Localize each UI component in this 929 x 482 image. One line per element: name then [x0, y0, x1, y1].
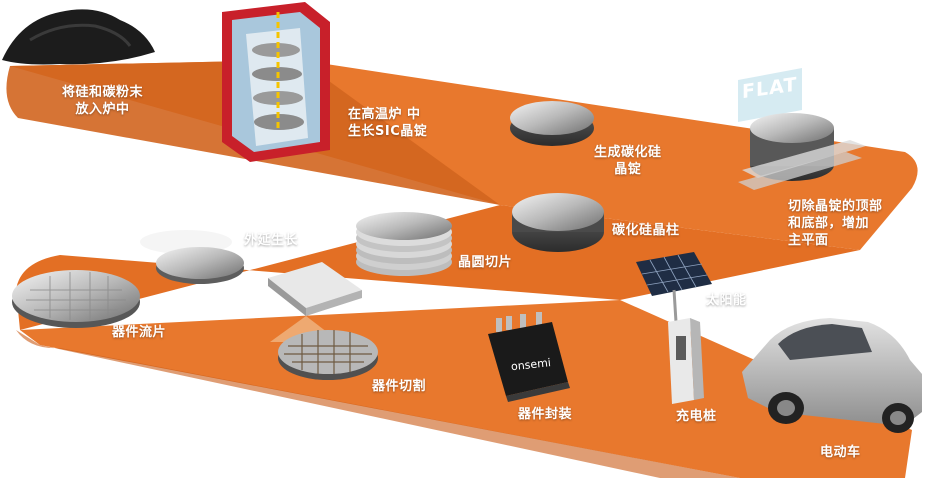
step-label-line: 在高温炉 中: [348, 107, 421, 122]
step-label-ev: 电动车: [820, 444, 861, 461]
step-label-line: 碳化硅晶柱: [612, 223, 680, 238]
charging-pile-icon: [668, 318, 704, 404]
step-label-line: 电动车: [820, 445, 861, 460]
step-label-charging: 充电桩: [676, 408, 717, 425]
fab-wafer-icon: [12, 270, 140, 328]
step-label-ingot: 生成碳化硅 晶锭: [594, 144, 662, 178]
step-label-flat-cut: 切除晶锭的顶部 和底部，增加 主平面: [788, 198, 883, 249]
dicing-icon: [268, 262, 378, 380]
step-label-line: 外延生长: [244, 233, 299, 248]
epitaxy-wafer-icon: [140, 230, 244, 284]
step-label-solar: 太阳能: [706, 292, 747, 309]
step-label-line: 晶圆切片: [458, 255, 513, 270]
step-label-line: 充电桩: [676, 409, 717, 424]
step-label-line: 将硅和碳粉末: [62, 85, 144, 100]
step-label-boule: 碳化硅晶柱: [612, 222, 680, 239]
step-label-line: 器件切割: [372, 379, 427, 394]
step-label-line: 生成碳化硅: [594, 145, 662, 160]
step-label-line: 和底部，增加: [788, 216, 870, 231]
step-label-slicing: 晶圆切片: [458, 254, 512, 271]
step-label-line: 切除晶锭的顶部: [788, 199, 883, 214]
electric-car-icon: [742, 318, 922, 433]
step-label-line: 生长SIC晶锭: [348, 124, 428, 139]
step-label-furnace: 在高温炉 中 生长SIC晶锭: [348, 106, 427, 140]
furnace-icon: [222, 2, 330, 162]
step-label-epitaxy: 外延生长: [244, 232, 298, 249]
sic-ingot-icon: [510, 101, 594, 146]
step-label-line: 器件封装: [518, 407, 573, 422]
wafer-stack-icon: [356, 212, 452, 276]
step-label-line: 晶锭: [614, 162, 642, 177]
step-label-line: 放入炉中: [75, 102, 130, 117]
step-label-packaging: 器件封装: [518, 406, 572, 423]
step-label-dicing: 器件切割: [372, 378, 426, 395]
solar-panel-icon: [636, 252, 712, 323]
sic-boule-icon: [512, 193, 604, 252]
step-label-fab: 器件流片: [112, 324, 166, 341]
packaged-chip-icon: [488, 312, 570, 402]
flat-cut-icon: [738, 68, 866, 190]
step-label-line: 太阳能: [706, 293, 747, 308]
powder-pile-icon: [2, 9, 155, 65]
step-label-line: 器件流片: [112, 325, 167, 340]
step-label-powder: 将硅和碳粉末 放入炉中: [62, 84, 143, 118]
step-label-line: 主平面: [788, 233, 829, 248]
